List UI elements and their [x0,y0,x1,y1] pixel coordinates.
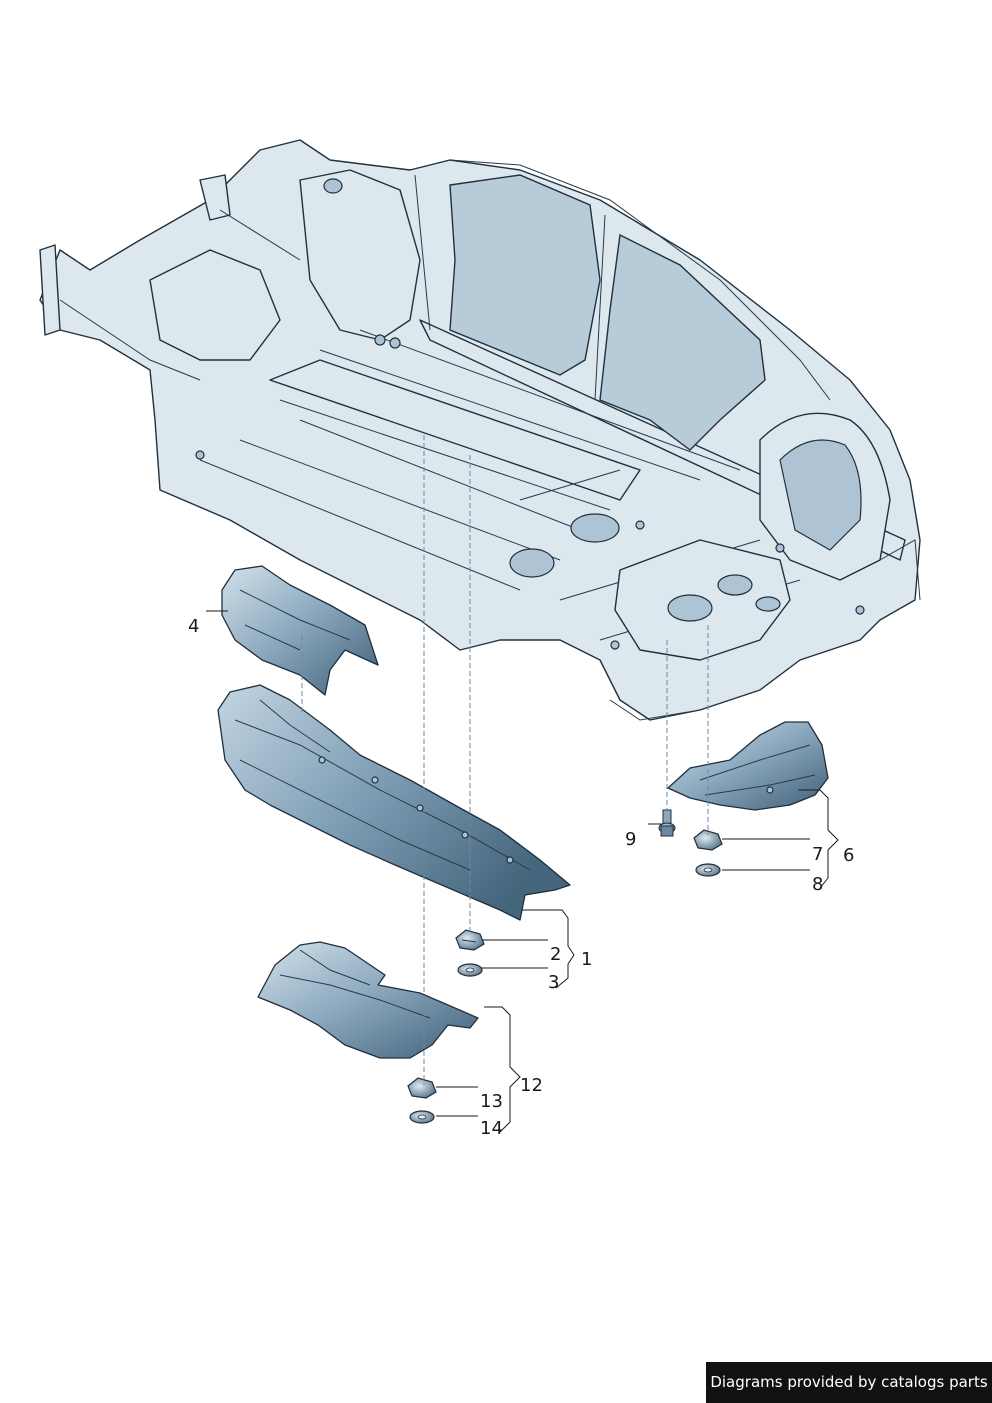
callout-3: 3 [548,972,559,993]
callout-14: 14 [480,1118,503,1139]
callout-6: 6 [843,845,854,866]
heat-shield-part-6 [667,721,829,811]
washer-part-8 [695,863,721,877]
clip-part-13 [407,1077,437,1099]
heat-shield-part-12 [257,941,479,1059]
callout-1: 1 [581,949,592,970]
callout-12: 12 [520,1075,543,1096]
callout-8: 8 [812,874,823,895]
callout-13: 13 [480,1091,503,1112]
clip-part-2 [455,929,485,951]
footer-credit: Diagrams provided by catalogs parts [706,1362,992,1403]
callout-4: 4 [188,616,199,637]
bolt-part-9 [658,809,676,837]
vehicle-body-shell [39,139,921,721]
callout-2: 2 [550,944,561,965]
callout-9: 9 [625,829,636,850]
washer-part-14 [409,1110,435,1124]
callout-7: 7 [812,844,823,865]
callout-labels: 1 2 3 4 6 7 8 9 12 13 14 [188,616,854,1139]
clip-part-7 [693,829,723,851]
heat-shield-part-1 [217,684,571,921]
assembly-axis-lines [301,435,709,1085]
washer-part-3 [457,963,483,977]
heat-shield-part-4 [221,565,379,696]
leader-lines [206,610,839,1133]
